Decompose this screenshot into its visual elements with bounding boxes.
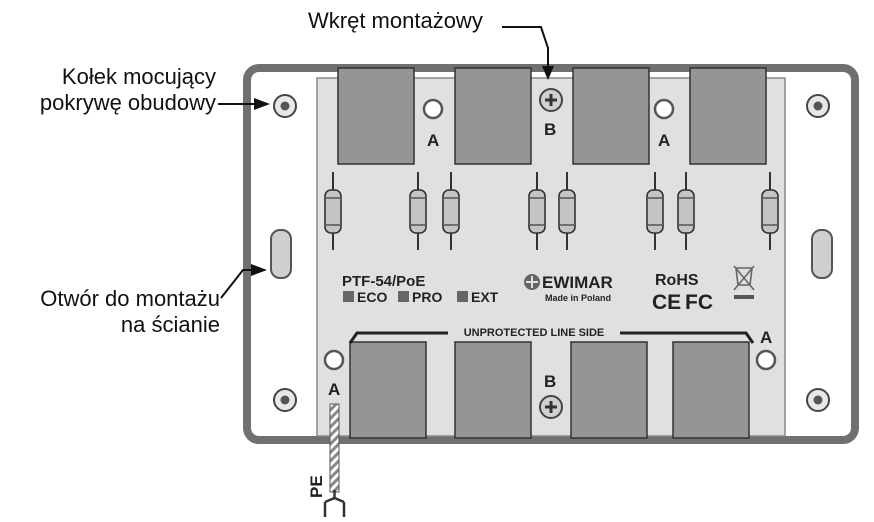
callout-mounting-screw: Wkręt montażowy [308, 8, 483, 33]
pe-terminal-fork [323, 490, 346, 517]
wall-mount-slot-right [811, 229, 833, 279]
resistor [646, 172, 664, 250]
brand-name: EWIMAR [542, 273, 613, 292]
cover-pin-top-left [273, 94, 297, 118]
variant-eco-box [343, 291, 354, 302]
brand-subtitle: Made in Poland [545, 293, 611, 303]
ground-hole-a-2 [653, 98, 675, 120]
marker-a-4: A [328, 380, 340, 399]
variant-ext: EXT [471, 289, 499, 305]
mounting-screw-bottom [539, 395, 563, 419]
callout-wall-hole: Otwór do montażu na ścianie [8, 286, 220, 338]
mounting-screw-top [539, 88, 563, 112]
cover-pin-top-right [806, 94, 830, 118]
bottom-connector-3 [570, 341, 648, 439]
fc-mark: FC [685, 291, 713, 314]
callout-cover-pin: Kołek mocujący pokrywę obudowy [8, 64, 216, 116]
resistor [528, 172, 546, 250]
cover-pin-bottom-left [273, 388, 297, 412]
resistor-group [324, 172, 779, 250]
ce-mark: CE [652, 291, 681, 314]
bottom-connector-4 [672, 341, 750, 439]
marker-a-2: A [658, 131, 670, 150]
callout-arrow-wall-hole [220, 264, 267, 299]
marker-a-3: A [760, 328, 772, 347]
ground-hole-a-3 [323, 349, 345, 371]
variant-eco: ECO [357, 289, 387, 305]
bottom-connector-1 [349, 341, 427, 439]
resistor [558, 172, 576, 250]
variant-ext-box [457, 291, 468, 302]
resistor [442, 172, 460, 250]
callout-cover-pin-line1: Kołek mocujący [61, 64, 216, 89]
variant-pro: PRO [412, 289, 442, 305]
line-side-label: UNPROTECTED LINE SIDE [464, 327, 605, 339]
resistor [677, 172, 695, 250]
callout-arrow-cover-pin [218, 98, 270, 110]
bottom-connector-2 [454, 341, 532, 439]
ground-hole-a-1 [422, 98, 444, 120]
pe-label: PE [307, 475, 326, 498]
callout-arrow-screw [502, 26, 554, 80]
callout-wall-hole-line2: na ścianie [120, 312, 220, 337]
marker-b-1: B [544, 120, 556, 139]
top-connector-1 [337, 67, 415, 165]
weee-bin-icon [733, 265, 755, 299]
model-label: PTF-54/PoE [342, 273, 425, 290]
variant-pro-box [398, 291, 409, 302]
top-connector-3 [572, 67, 650, 165]
variant-list: ECO PRO EXT [343, 289, 499, 305]
resistor [761, 172, 779, 250]
line-side-label-bg [448, 324, 620, 339]
marker-b-2: B [544, 372, 556, 391]
marker-a-1: A [427, 131, 439, 150]
cover-pin-bottom-right [806, 388, 830, 412]
ground-hole-a-4 [755, 349, 777, 371]
top-connector-2 [454, 67, 532, 165]
top-connector-4 [689, 67, 767, 165]
resistor [409, 172, 427, 250]
callout-cover-pin-line2: pokrywę obudowy [39, 90, 216, 115]
ewimar-logo: EWIMAR Made in Poland [524, 273, 613, 303]
pe-wire [329, 403, 340, 493]
resistor [324, 172, 342, 250]
callout-wall-hole-line1: Otwór do montażu [40, 286, 220, 311]
rohs-label: RoHS [655, 272, 699, 289]
wall-mount-slot-left [270, 229, 292, 279]
